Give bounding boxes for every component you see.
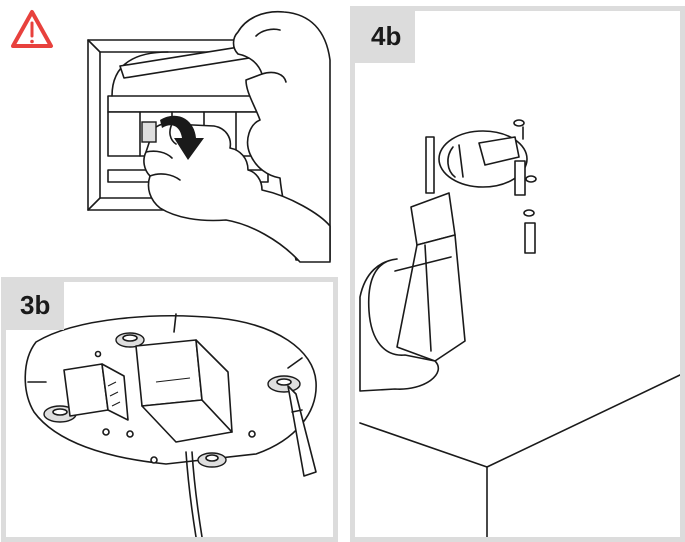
- power-drill: [359, 136, 466, 392]
- panel-step-4b: 4b: [350, 6, 685, 542]
- upper-hand: [232, 10, 331, 261]
- junction-box: [135, 339, 233, 443]
- cable: [185, 451, 203, 537]
- breaker-illustration: [11, 10, 331, 263]
- screw-marks: [94, 350, 256, 464]
- panel-step-3b: 3b: [1, 277, 338, 542]
- mounting-hole-right: [267, 375, 301, 393]
- step-label-3b: 3b: [6, 282, 65, 330]
- warning-triangle-icon: [11, 10, 53, 48]
- step-label-4b: 4b: [355, 11, 416, 63]
- wall-plugs: [513, 119, 537, 254]
- panel-switch-off-breaker: [0, 0, 338, 268]
- ceiling-corner: [359, 374, 680, 537]
- breaker-switch: [141, 121, 157, 143]
- mounting-hole-bottom: [197, 452, 227, 468]
- ceiling-mount-plate: [438, 130, 528, 188]
- terminal-block: [63, 363, 129, 421]
- pencil: [287, 385, 317, 477]
- mounting-hole-left: [43, 405, 77, 423]
- arrow-down-icon: [160, 115, 204, 160]
- drilling-illustration: [359, 119, 680, 537]
- mounting-hole-top: [115, 332, 145, 348]
- lower-hand: [143, 122, 331, 263]
- mounting-plate-illustration: [24, 313, 317, 537]
